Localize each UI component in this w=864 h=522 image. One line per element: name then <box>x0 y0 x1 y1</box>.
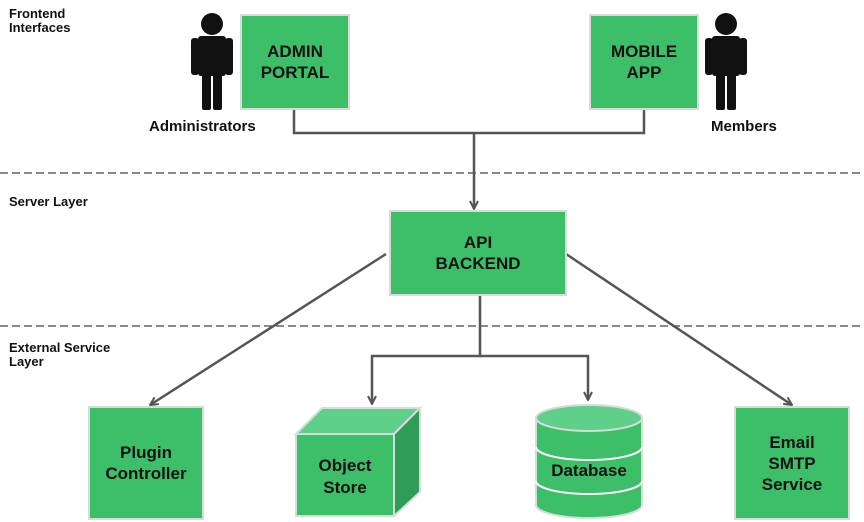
email-smtp-service-box: Email SMTP Service <box>734 406 850 520</box>
person-icon <box>191 13 233 110</box>
actor-label-administrators: Administrators <box>149 118 256 135</box>
database-cylinder <box>535 404 643 519</box>
arrow-api-to-email <box>565 252 792 405</box>
object-store-cube <box>293 405 423 519</box>
connector-api-trunk <box>372 296 482 404</box>
layer-label-frontend: Frontend Interfaces <box>9 6 71 35</box>
object-store-label: Object Store <box>318 456 372 497</box>
database-label: Database <box>551 461 627 480</box>
arrow-api-to-plugin <box>150 252 387 405</box>
mobile-app-box: MOBILE APP <box>589 14 699 110</box>
connector-frontend-bus <box>292 109 646 135</box>
admin-portal-box: ADMIN PORTAL <box>240 14 350 110</box>
api-backend-box: API BACKEND <box>389 210 567 296</box>
arrow-api-to-database <box>480 354 588 400</box>
actor-label-members: Members <box>711 118 777 135</box>
layer-label-server: Server Layer <box>9 194 88 209</box>
layer-label-external: External Service Layer <box>9 340 111 369</box>
plugin-controller-box: Plugin Controller <box>88 406 204 520</box>
person-icon <box>705 13 747 110</box>
